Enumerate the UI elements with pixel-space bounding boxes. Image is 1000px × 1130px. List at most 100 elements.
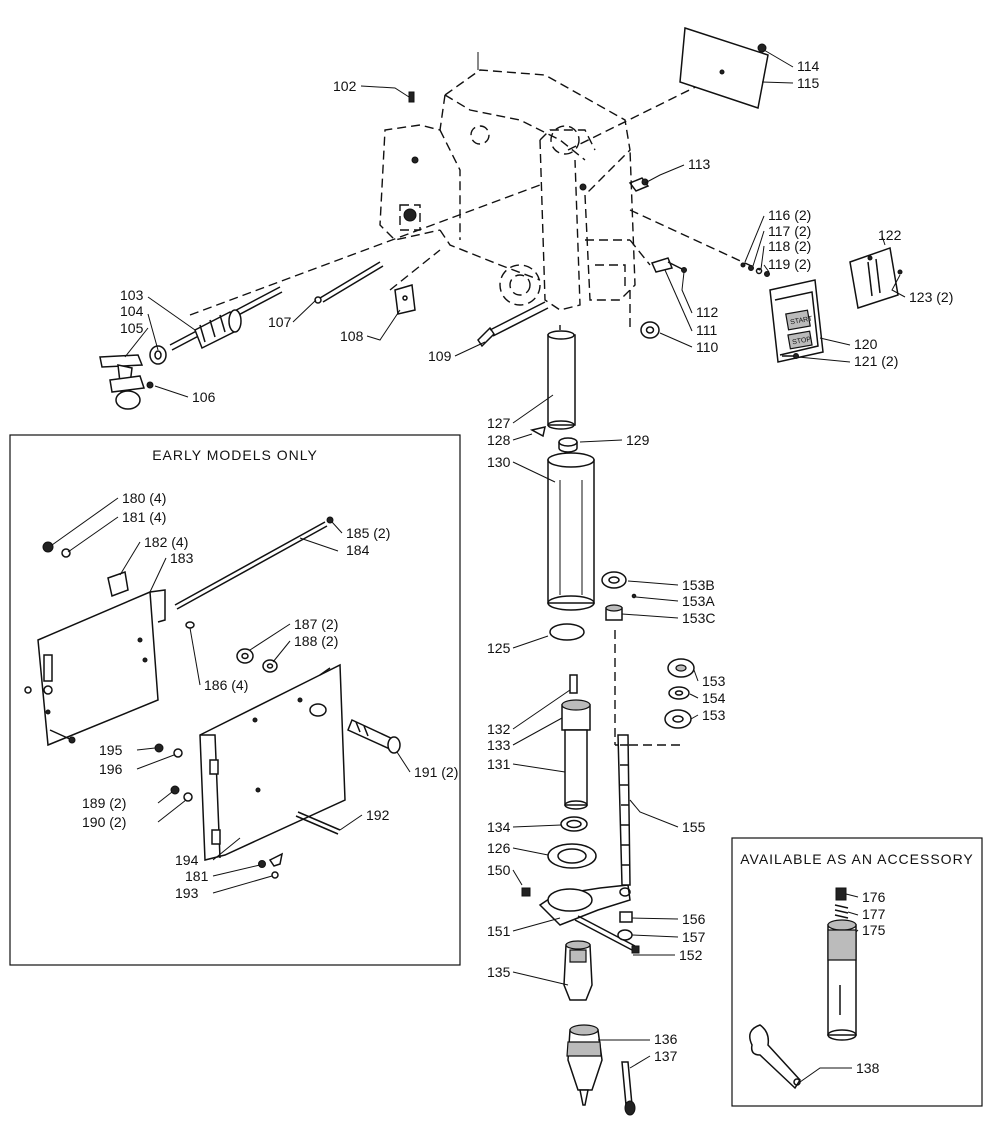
callout-196: 196 [99, 761, 123, 777]
screw-186 [185, 621, 195, 629]
callout-157: 157 [682, 929, 706, 945]
callout-153B: 153B [682, 577, 715, 593]
callout-183: 183 [170, 550, 194, 566]
callout-155: 155 [682, 819, 706, 835]
nut-180-181 [42, 541, 71, 558]
callout-123: 123 (2) [909, 289, 953, 305]
callout-122: 122 [878, 227, 902, 243]
accessory-box [731, 837, 983, 1107]
callout-131: 131 [487, 756, 511, 772]
nut-157 [617, 929, 633, 941]
early-models-box [9, 434, 461, 966]
switch-plate-122 [849, 246, 899, 309]
callout-114: 114 [797, 58, 820, 74]
screw-186-bottom [49, 729, 76, 744]
ring-134 [560, 816, 588, 832]
callout-107: 107 [268, 314, 292, 330]
callout-103: 103 [120, 287, 144, 303]
callout-176: 176 [862, 889, 886, 905]
callout-108: 108 [340, 328, 364, 344]
leader-lines [51, 49, 906, 1083]
bolt-109 [477, 301, 549, 348]
nuts-189-190 [170, 785, 193, 802]
latch-111-112 [650, 257, 687, 273]
callout-153C: 153C [682, 610, 715, 626]
callout-105: 105 [120, 320, 144, 336]
callout-128: 128 [487, 432, 511, 448]
callout-129: 129 [626, 432, 650, 448]
screw-121 [782, 353, 799, 359]
callout-184: 184 [346, 542, 370, 558]
callout-135: 135 [487, 964, 511, 980]
callout-133: 133 [487, 737, 511, 753]
spring-177 [834, 904, 849, 919]
callout-110: 110 [696, 339, 719, 355]
ring-129 [558, 437, 578, 453]
callout-154: 154 [702, 690, 726, 706]
handle-191 [347, 718, 401, 754]
spanner-wrench-138 [749, 1024, 801, 1090]
quill-sleeve-130 [547, 452, 595, 611]
callout-153A: 153A [682, 593, 715, 609]
callout-191: 191 (2) [414, 764, 458, 780]
callout-153-bottom: 153 [702, 707, 726, 723]
callout-194: 194 [175, 852, 199, 868]
callout-120: 120 [854, 336, 878, 352]
callout-126: 126 [487, 840, 511, 856]
handle-hub-105 [99, 354, 146, 410]
washer-126 [547, 843, 597, 869]
callout-175: 175 [862, 922, 886, 938]
screw-102 [408, 91, 415, 103]
chuck-136 [566, 1024, 603, 1106]
pinion-shaft-103 [169, 286, 283, 351]
callout-113: 113 [688, 156, 711, 172]
callout-102: 102 [333, 78, 357, 94]
assembly-axis-lines [189, 64, 761, 746]
wingnut-181-193 [258, 852, 284, 879]
nut-153-bottom [664, 709, 692, 729]
start-label: START [790, 315, 814, 326]
callout-109: 109 [428, 348, 452, 364]
nut-153-top [667, 658, 695, 678]
key-128 [529, 426, 546, 438]
accessory-title: AVAILABLE AS AN ACCESSORY [740, 851, 974, 867]
ring-125 [549, 623, 585, 641]
callout-182: 182 (4) [144, 534, 188, 550]
callout-132: 132 [487, 721, 511, 737]
guard-panel-right [199, 663, 346, 861]
callout-190: 190 (2) [82, 814, 126, 830]
spindle-131 [564, 729, 588, 810]
callout-187: 187 (2) [294, 616, 338, 632]
callout-115: 115 [797, 75, 820, 91]
screw-153A [631, 593, 637, 599]
callout-125: 125 [487, 640, 511, 656]
nut-153C [605, 604, 623, 621]
callout-104: 104 [120, 303, 144, 319]
depth-rod-155 [617, 734, 631, 886]
guard-panel-183 [24, 589, 166, 747]
callout-134: 134 [487, 819, 511, 835]
pin-113 [628, 177, 650, 192]
callout-192: 192 [366, 807, 390, 823]
rod-107 [314, 261, 384, 304]
callout-117: 117 (2) [768, 223, 811, 239]
switch-box-120: START STOP [769, 279, 824, 363]
callout-188: 188 (2) [294, 633, 338, 649]
callout-121: 121 (2) [854, 353, 898, 369]
callout-106: 106 [192, 389, 216, 405]
adapter-175 [827, 919, 857, 1041]
early-models-title: EARLY MODELS ONLY [152, 447, 318, 463]
spindle-pin-132 [569, 674, 578, 694]
nuts-187-188 [236, 648, 278, 673]
bearing-133 [561, 699, 591, 731]
switch-screws-116-119 [740, 262, 770, 277]
nameplate-115 [679, 26, 769, 109]
setscrew-150 [521, 887, 531, 897]
knob-153B [601, 571, 627, 589]
callout-116: 116 (2) [768, 207, 811, 223]
screw-176 [835, 887, 847, 901]
callout-153-top: 153 [702, 673, 726, 689]
chuck-key-137 [621, 1061, 636, 1116]
callout-195: 195 [99, 742, 123, 758]
